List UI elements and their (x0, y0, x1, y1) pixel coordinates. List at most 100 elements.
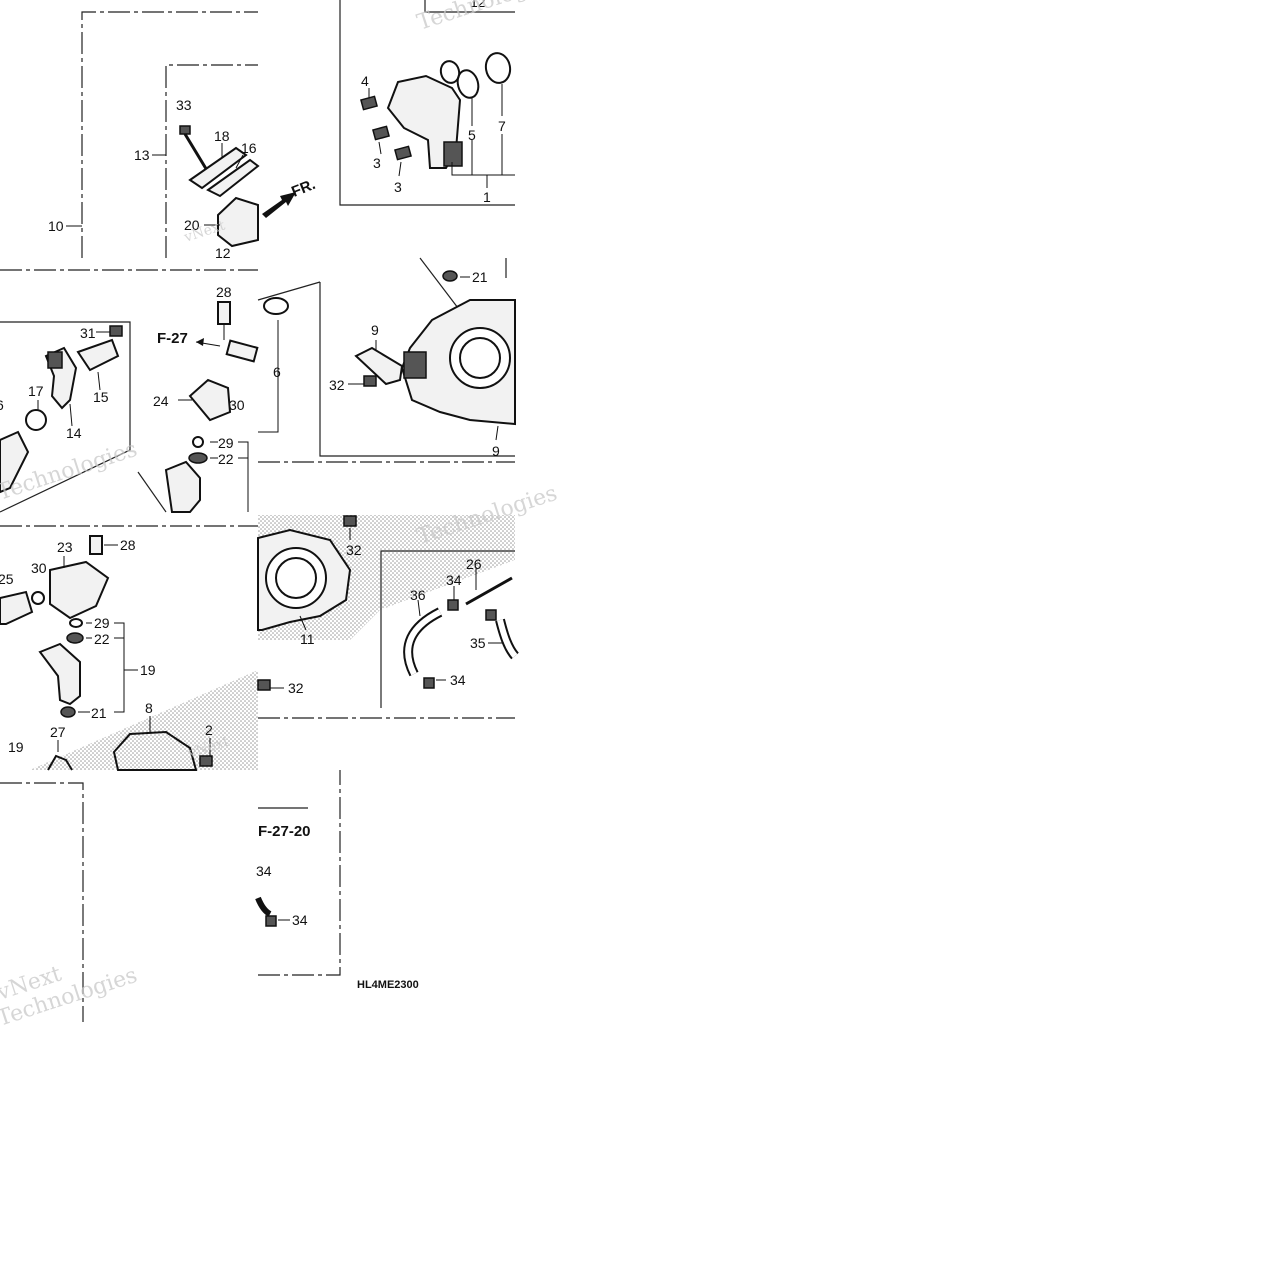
callout-c28a: 28 (216, 284, 232, 300)
o-ring-5b (439, 60, 461, 84)
callout-c6a: 6 (0, 397, 4, 413)
joint-26 (465, 576, 513, 606)
callout-c35: 35 (470, 635, 486, 651)
screw-3a (372, 125, 390, 141)
gasket-27 (47, 754, 73, 771)
callout-c34b: 34 (450, 672, 466, 688)
connector (443, 141, 463, 167)
callout-c27: 27 (50, 724, 66, 740)
tps-connector (403, 351, 427, 379)
direction-label: FR. (289, 176, 318, 201)
injector-19a (164, 460, 201, 513)
washer-22b (66, 632, 84, 644)
tile-lower-right: 32 26 34 36 35 11 34 32 (257, 515, 519, 719)
leader-16 (235, 154, 244, 169)
cover-8 (112, 730, 198, 771)
o-ring-7 (484, 52, 512, 84)
tile-lower-left: 23 28 25 30 29 22 19 21 8 2 27 19 (0, 525, 258, 771)
tile-bottom-middle: F-27-20 34 34 HL4ME2300 (255, 770, 419, 991)
bolt-32c (257, 679, 271, 691)
callout-c32a: 32 (329, 377, 345, 393)
callout-c29a: 29 (218, 435, 234, 451)
callout-c26: 26 (466, 556, 482, 572)
callout-c5: 5 (468, 127, 476, 143)
bolt-32b (343, 515, 357, 527)
manifold-6 (0, 430, 30, 494)
washer-29b (69, 618, 83, 628)
hose-end (255, 896, 272, 917)
tile-middle-left: 28 31 15 17 14 6 24 30 29 22 6 F-27 (0, 269, 289, 513)
frame-bottom-middle (258, 770, 341, 976)
ref-f27-20: F-27-20 (258, 823, 311, 840)
gasket-18 (188, 146, 248, 190)
callout-c21b: 21 (91, 705, 107, 721)
frame-bottom-left (0, 782, 84, 1022)
washer-21b (60, 706, 76, 718)
callout-c3a: 3 (373, 155, 381, 171)
callout-c11: 11 (300, 631, 315, 647)
callout-c33: 33 (176, 97, 192, 113)
callout-c21a: 21 (472, 269, 488, 285)
callout-c7: 7 (498, 118, 506, 134)
ref-f27: F-27 (157, 330, 188, 347)
o-ring-5 (456, 69, 480, 99)
pipe-25 (0, 590, 34, 625)
pipe (225, 339, 259, 363)
callout-c8: 8 (145, 700, 153, 716)
callout-c32c: 32 (288, 680, 304, 696)
callout-c12: 12 (470, 0, 486, 10)
callout-c4: 4 (361, 73, 369, 89)
callout-c18: 18 (214, 128, 230, 144)
callout-c12b: 12 (215, 245, 231, 261)
washer-22a (188, 452, 208, 464)
callout-c25: 25 (0, 571, 14, 587)
screw-4 (360, 95, 378, 111)
washer-21a (442, 270, 458, 282)
tile-top-right: 12 4 5 7 3 3 1 (339, 0, 515, 206)
clamp-34d (265, 915, 277, 927)
bolt-32a (363, 375, 377, 387)
callout-c14: 14 (66, 425, 82, 441)
callout-c9a: 9 (371, 322, 379, 338)
screw-3b (394, 145, 412, 161)
callout-c6b: 6 (273, 364, 281, 380)
callout-c34d: 34 (292, 912, 308, 928)
callout-c10: 10 (48, 218, 64, 234)
callout-c17: 17 (28, 383, 44, 399)
joint-23 (49, 560, 110, 620)
shaded-area-lower (30, 670, 258, 770)
clamp-34c (485, 609, 497, 621)
frame-inner-13 (165, 64, 258, 258)
tile-bottom-left (0, 782, 84, 1022)
frame-15 (0, 321, 131, 513)
sensor-20 (217, 196, 259, 248)
callout-c3b: 3 (394, 179, 402, 195)
callout-c22b: 22 (94, 631, 110, 647)
callout-c9b: 9 (492, 443, 500, 459)
callout-c19b: 19 (8, 739, 24, 755)
o-ring-6 (263, 297, 289, 315)
callout-c24: 24 (153, 393, 169, 409)
callout-c34a: 34 (446, 572, 462, 588)
frame-hose (380, 550, 515, 708)
bolt-2 (199, 755, 213, 767)
callout-c34c: 34 (256, 863, 272, 879)
callout-c31: 31 (80, 325, 96, 341)
washer-30b (31, 591, 45, 605)
callout-c32b: 32 (346, 542, 362, 558)
gasket-16 (206, 158, 260, 198)
callout-c16: 16 (241, 140, 257, 156)
screw-31 (109, 325, 123, 337)
bolt-33 (179, 125, 210, 173)
callout-c19a: 19 (140, 662, 156, 678)
clamp-34a (447, 599, 459, 611)
callout-c22a: 22 (218, 451, 234, 467)
injector-19b (38, 642, 81, 706)
callout-c30b: 30 (31, 560, 47, 576)
frame-1 (339, 0, 515, 206)
flange-15 (76, 338, 120, 372)
gasket-9 (354, 346, 404, 386)
tile-middle-right: 21 9 32 9 (257, 257, 516, 463)
o-ring-17 (25, 409, 47, 431)
